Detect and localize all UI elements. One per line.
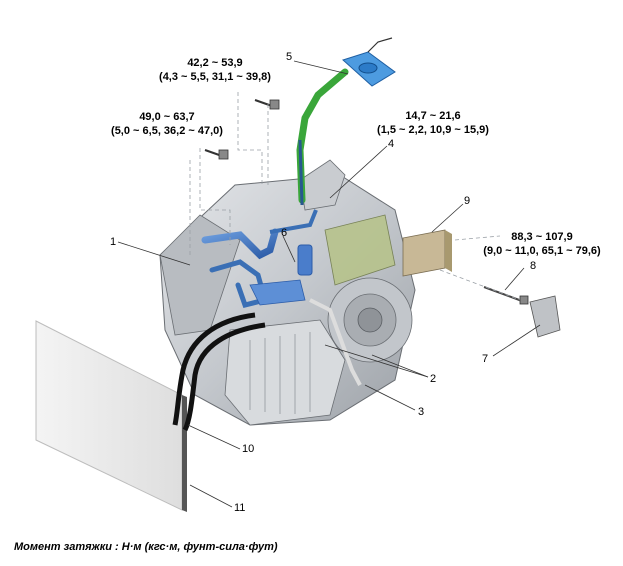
shift-cable: [296, 37, 396, 206]
callout-numbers: 1 2 3 4 5 6 7 8 9 10 11: [110, 51, 536, 514]
heat-shield-panel: [35, 320, 187, 512]
torque-value: 49,0 ~ 63,7: [139, 111, 195, 123]
oil-cooler-pipe: [201, 209, 318, 308]
callout-11: 11: [234, 502, 245, 514]
callout-2: 2: [430, 373, 436, 385]
torque-value: 42,2 ~ 53,9: [187, 57, 243, 69]
callout-1: 1: [110, 236, 116, 248]
torque-value: 88,3 ~ 107,9: [511, 231, 573, 243]
torque-spec-top-bolt: 42,2 ~ 53,9 (4,3 ~ 5,5, 31,1 ~ 39,8): [140, 56, 290, 84]
long-bolt-icon: [483, 286, 529, 305]
torque-value-alt-units: (1,5 ~ 2,2, 10,9 ~ 15,9): [377, 124, 489, 136]
callout-5: 5: [286, 51, 292, 63]
torque-units-caption: Момент затяжки : Н·м (кгс·м, фунт-сила·ф…: [14, 541, 278, 553]
torque-spec-cable-bolt: 14,7 ~ 21,6 (1,5 ~ 2,2, 10,9 ~ 15,9): [358, 109, 508, 137]
callout-3: 3: [418, 406, 424, 418]
bolt-icon: [254, 99, 280, 110]
dashed-guide-lines: [189, 92, 521, 301]
torque-value-alt-units: (4,3 ~ 5,5, 31,1 ~ 39,8): [159, 71, 271, 83]
torque-spec-mount-bolt: 49,0 ~ 63,7 (5,0 ~ 6,5, 36,2 ~ 47,0): [92, 110, 242, 138]
callout-10: 10: [242, 443, 254, 455]
bolt-icon: [204, 149, 229, 160]
breather-hoses: [172, 298, 362, 432]
callout-6: 6: [281, 227, 287, 239]
leader-lines: [117, 60, 541, 508]
torque-value-alt-units: (5,0 ~ 6,5, 36,2 ~ 47,0): [111, 125, 223, 137]
callout-9: 9: [464, 195, 470, 207]
torque-value-alt-units: (9,0 ~ 11,0, 65,1 ~ 79,6): [483, 245, 601, 257]
callout-4: 4: [388, 138, 394, 150]
cover-cap: [529, 295, 561, 338]
callout-7: 7: [482, 353, 488, 365]
tcm-module: [324, 214, 452, 286]
callout-8: 8: [530, 260, 536, 272]
torque-value: 14,7 ~ 21,6: [405, 110, 461, 122]
torque-spec-long-bolt: 88,3 ~ 107,9 (9,0 ~ 11,0, 65,1 ~ 79,6): [462, 230, 622, 258]
